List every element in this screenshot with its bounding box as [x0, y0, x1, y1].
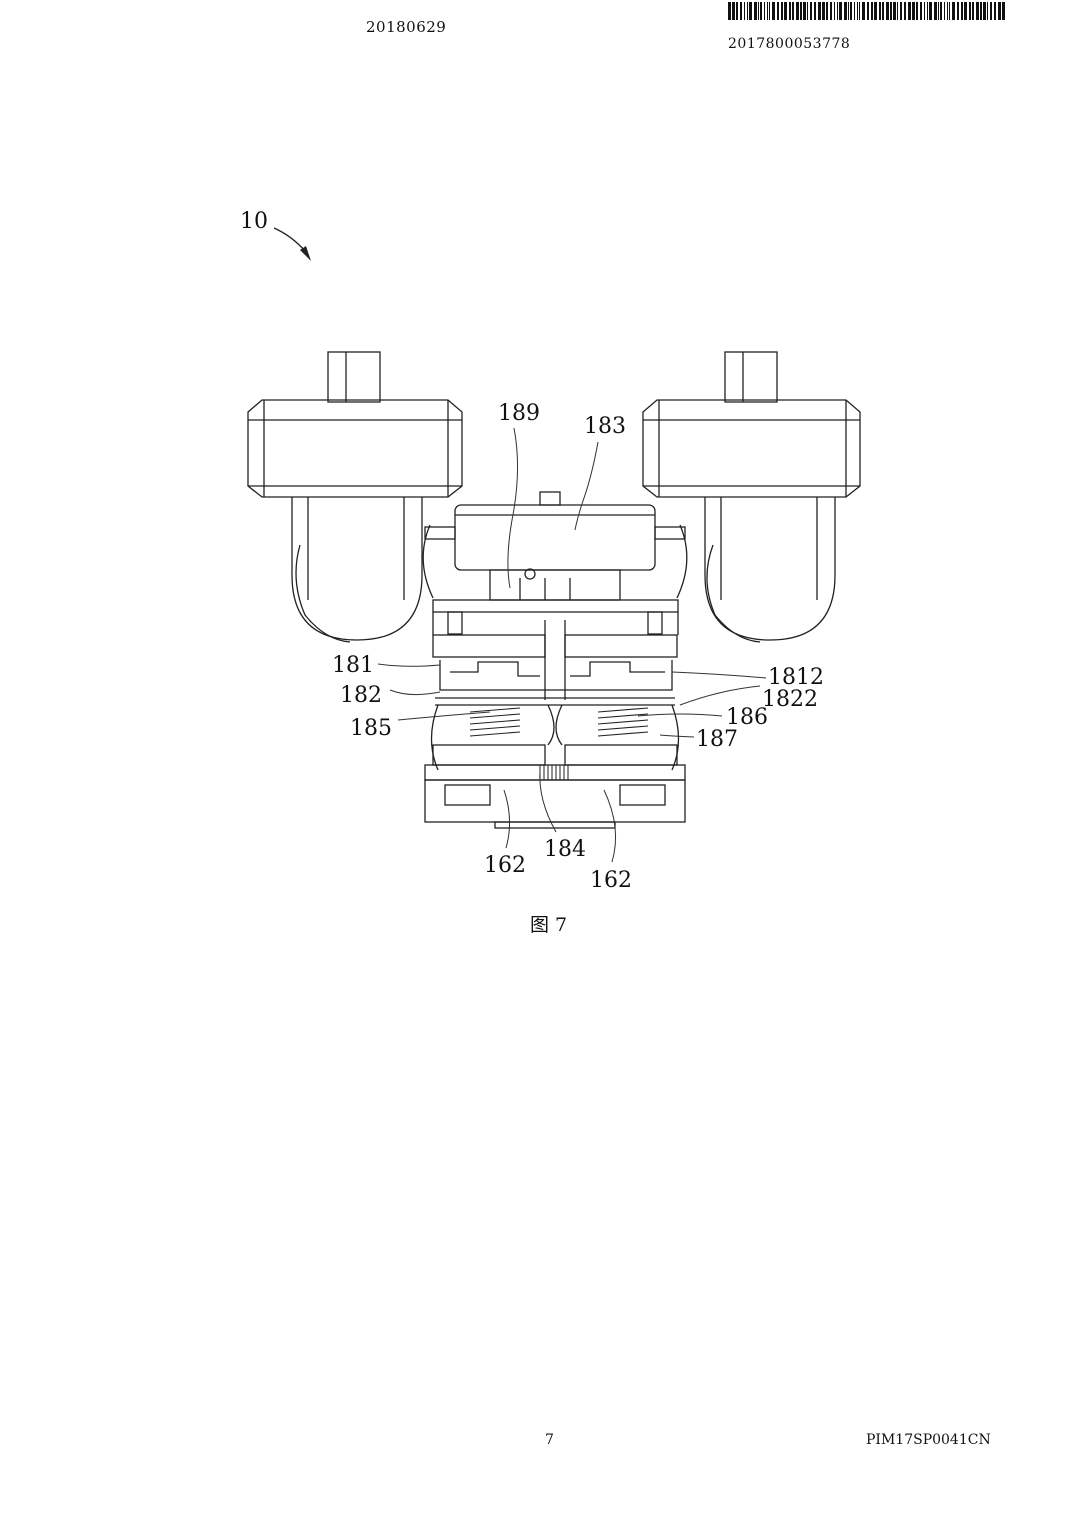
barcode-stripe — [857, 2, 858, 20]
barcode-stripe — [957, 2, 959, 20]
barcode-stripe — [862, 2, 865, 20]
barcode-stripe — [980, 2, 982, 20]
barcode-stripe — [900, 2, 902, 20]
barcode-stripe — [747, 2, 748, 20]
barcode-stripe — [837, 2, 838, 20]
barcode-icon — [728, 2, 1005, 20]
barcode-stripe — [916, 2, 918, 20]
ref-label-1822: 1822 — [762, 687, 818, 712]
barcode-stripe — [976, 2, 979, 20]
application-number: 2017800053778 — [728, 36, 851, 52]
barcode-stripe — [803, 2, 806, 20]
barcode-stripe — [854, 2, 855, 20]
barcode-stripe — [897, 2, 898, 20]
barcode-stripe — [830, 2, 832, 20]
barcode-stripe — [987, 2, 988, 20]
barcode-stripe — [938, 2, 939, 20]
ref-label-162-left: 162 — [484, 853, 526, 878]
barcode-stripe — [769, 2, 770, 20]
barcode-stripe — [882, 2, 884, 20]
publication-date: 20180629 — [366, 18, 447, 36]
barcode-stripe — [736, 2, 738, 20]
ref-label-184: 184 — [544, 837, 586, 862]
barcode-stripe — [754, 2, 757, 20]
barcode-stripe — [972, 2, 974, 20]
barcode-stripe — [934, 2, 937, 20]
barcode-stripe — [758, 2, 759, 20]
barcode-stripe — [952, 2, 955, 20]
barcode-stripe — [904, 2, 906, 20]
barcode-stripe — [784, 2, 787, 20]
barcode-stripe — [944, 2, 945, 20]
ref-label-187: 187 — [696, 727, 738, 752]
barcode-stripe — [744, 2, 745, 20]
barcode-stripe — [810, 2, 812, 20]
barcode-stripe — [796, 2, 799, 20]
barcode-stripe — [1002, 2, 1005, 20]
barcode-stripe — [983, 2, 986, 20]
barcode-stripe — [822, 2, 825, 20]
document-code: PIM17SP0041CN — [866, 1432, 991, 1448]
barcode-stripe — [844, 2, 847, 20]
barcode-stripe — [890, 2, 892, 20]
barcode-stripe — [826, 2, 828, 20]
barcode-stripe — [728, 2, 731, 20]
barcode-stripe — [929, 2, 932, 20]
barcode-stripe — [839, 2, 842, 20]
barcode-stripe — [781, 2, 783, 20]
barcode-stripe — [874, 2, 877, 20]
barcode-stripe — [990, 2, 992, 20]
barcode-stripe — [792, 2, 794, 20]
barcode-stripe — [859, 2, 860, 20]
ref-label-1812: 1812 — [768, 665, 824, 690]
barcode-stripe — [994, 2, 996, 20]
barcode-stripe — [772, 2, 775, 20]
barcode-stripe — [879, 2, 881, 20]
ref-label-162-right: 162 — [590, 868, 632, 893]
barcode-stripe — [949, 2, 950, 20]
barcode-stripe — [834, 2, 835, 20]
barcode-stripe — [867, 2, 869, 20]
barcode-stripe — [998, 2, 1001, 20]
ref-label-185: 185 — [350, 716, 392, 741]
barcode-stripe — [760, 2, 762, 20]
barcode-stripe — [789, 2, 791, 20]
barcode-stripe — [740, 2, 742, 20]
barcode-stripe — [850, 2, 852, 20]
barcode-stripe — [818, 2, 821, 20]
barcode-stripe — [886, 2, 889, 20]
barcode-stripe — [924, 2, 925, 20]
barcode-stripe — [969, 2, 971, 20]
barcode-stripe — [871, 2, 873, 20]
barcode-stripe — [964, 2, 967, 20]
ref-label-186: 186 — [726, 705, 768, 730]
barcode-stripe — [814, 2, 816, 20]
barcode-stripe — [807, 2, 808, 20]
assembly-label: 10 — [240, 209, 268, 234]
barcode-stripe — [912, 2, 915, 20]
barcode-stripe — [732, 2, 735, 20]
barcode-stripe — [940, 2, 942, 20]
barcode-stripe — [749, 2, 752, 20]
barcode-stripe — [920, 2, 922, 20]
barcode-stripe — [777, 2, 779, 20]
figure-caption: 图 7 — [530, 914, 568, 936]
ref-label-181: 181 — [332, 653, 374, 678]
barcode-stripe — [908, 2, 911, 20]
barcode-stripe — [947, 2, 948, 20]
ref-label-182: 182 — [340, 683, 382, 708]
ref-label-183: 183 — [584, 414, 626, 439]
barcode-stripe — [767, 2, 768, 20]
barcode-stripe — [961, 2, 963, 20]
barcode-stripe — [927, 2, 928, 20]
barcode-stripe — [848, 2, 849, 20]
barcode-stripe — [800, 2, 802, 20]
barcode-stripe — [893, 2, 896, 20]
barcode-stripe — [764, 2, 765, 20]
page-number: 7 — [545, 1432, 554, 1448]
ref-label-189: 189 — [498, 401, 540, 426]
